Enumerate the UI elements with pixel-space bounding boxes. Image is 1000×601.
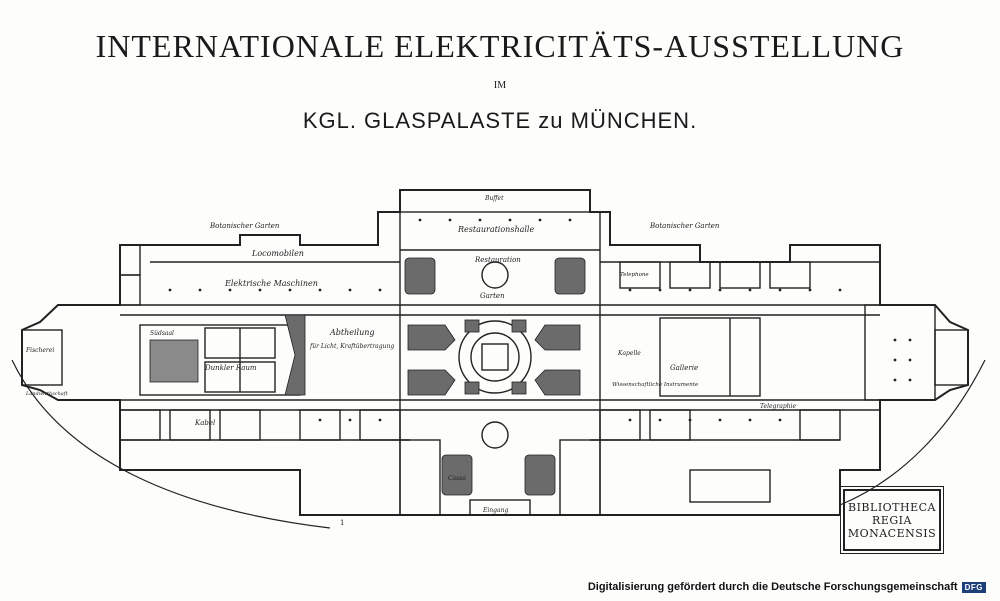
label-light-power: für Licht, Kraftübertragung [309,343,394,350]
stamp-line-2: REGIA [872,513,912,527]
dfg-logo-icon: DFG [961,581,986,593]
page-title: INTERNATIONALE ELEKTRICITÄTS-AUSSTELLUNG [95,28,905,64]
label-botanical-garden-right: Botanischer Garten [649,222,720,230]
label-telephones: Telephone [620,272,649,278]
label-south-hall: Südsaal [150,330,174,337]
label-garden: Garten [480,292,505,300]
label-department: Abtheilung [329,328,375,337]
label-buffet: Buffet [484,195,504,202]
stamp-line-1: BIBLIOTHECA [848,500,936,514]
label-cashier: Cassa [448,475,466,482]
label-chapel: Kapelle [617,350,641,357]
label-telegraphy: Telegraphie [760,403,796,410]
label-agriculture: Landwirthschaft [25,391,69,397]
svg-text:1: 1 [340,519,344,527]
credit-text: Digitalisierung gefördert durch die Deut… [587,581,958,593]
label-restaurant: Restauration [474,256,521,264]
label-cables: Kabel [194,419,215,427]
digitization-credit: Digitalisierung gefördert durch die Deut… [588,581,986,593]
stamp-line-3: MONACENSIS [847,526,937,540]
label-scientific-instruments: Wissenschaftliche Instrumente [612,382,699,388]
page-subtitle: KGL. GLASPALASTE zu MÜNCHEN. [302,108,698,133]
label-gallery: Gallerie [670,364,698,372]
label-electric-machines: Elektrische Maschinen [224,279,318,288]
label-restaurant-hall: Restaurationshalle [457,225,534,234]
library-stamp: BIBLIOTHECA REGIA MONACENSIS [840,486,944,554]
label-entrance: Eingang [482,507,508,514]
title-connector: IM [493,80,507,91]
label-fishery: Fischerei [25,347,54,354]
label-botanical-garden-left: Botanischer Garten [209,222,280,230]
label-locomobilen: Locomobilen [251,249,304,258]
label-dark-room: Dunkler Raum [204,364,257,372]
